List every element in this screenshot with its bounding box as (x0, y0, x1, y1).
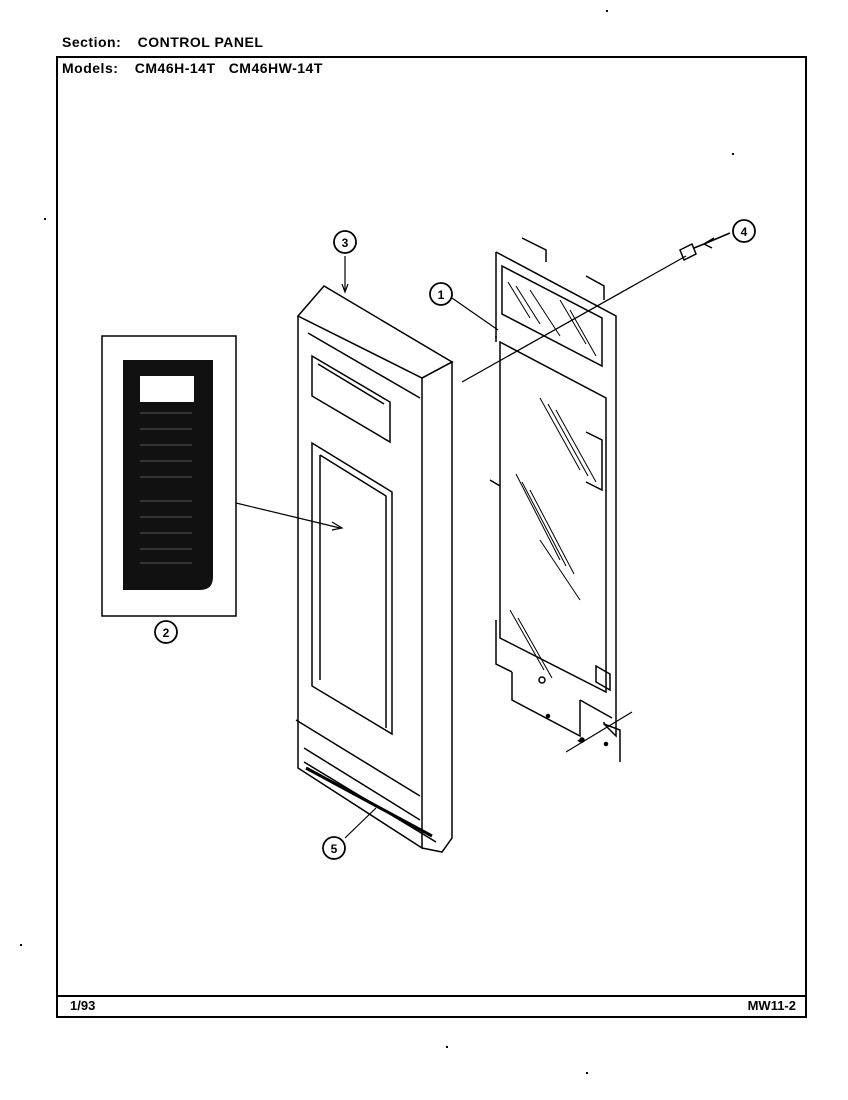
leader-lines (235, 255, 687, 839)
callout-5: 5 (322, 836, 346, 860)
part-control-panel-frame (295, 285, 454, 853)
footer-divider (56, 995, 807, 997)
models-value: CM46H-14T CM46HW-14T (134, 60, 323, 76)
callout-4-label: 4 (741, 225, 748, 239)
part-circuit-board (489, 237, 621, 762)
scan-speck (586, 1072, 588, 1074)
diagram-frame (56, 56, 807, 1018)
scan-speck (606, 10, 608, 12)
part-touch-pad-overlay (101, 335, 237, 617)
models-label: Models: (62, 60, 119, 76)
scan-speck (732, 153, 734, 155)
callout-1: 1 (429, 282, 453, 306)
scan-speck (446, 1046, 448, 1048)
callout-4: 4 (732, 219, 756, 243)
callout-2: 2 (154, 620, 178, 644)
footer-code: MW11-2 (747, 998, 796, 1013)
part-screw (679, 232, 731, 262)
models-header: Models: CM46H-14T CM46HW-14T (62, 60, 323, 76)
callout-3: 3 (333, 230, 357, 254)
section-label: Section: (62, 34, 122, 50)
scan-speck (20, 944, 22, 946)
section-value: CONTROL PANEL (137, 34, 264, 50)
scan-speck (44, 218, 46, 220)
callout-5-label: 5 (331, 842, 338, 856)
callout-3-label: 3 (342, 236, 349, 250)
callout-2-label: 2 (163, 626, 170, 640)
callout-1-label: 1 (438, 288, 445, 302)
footer-date: 1/93 (70, 998, 96, 1013)
section-header: Section: CONTROL PANEL (62, 34, 263, 50)
